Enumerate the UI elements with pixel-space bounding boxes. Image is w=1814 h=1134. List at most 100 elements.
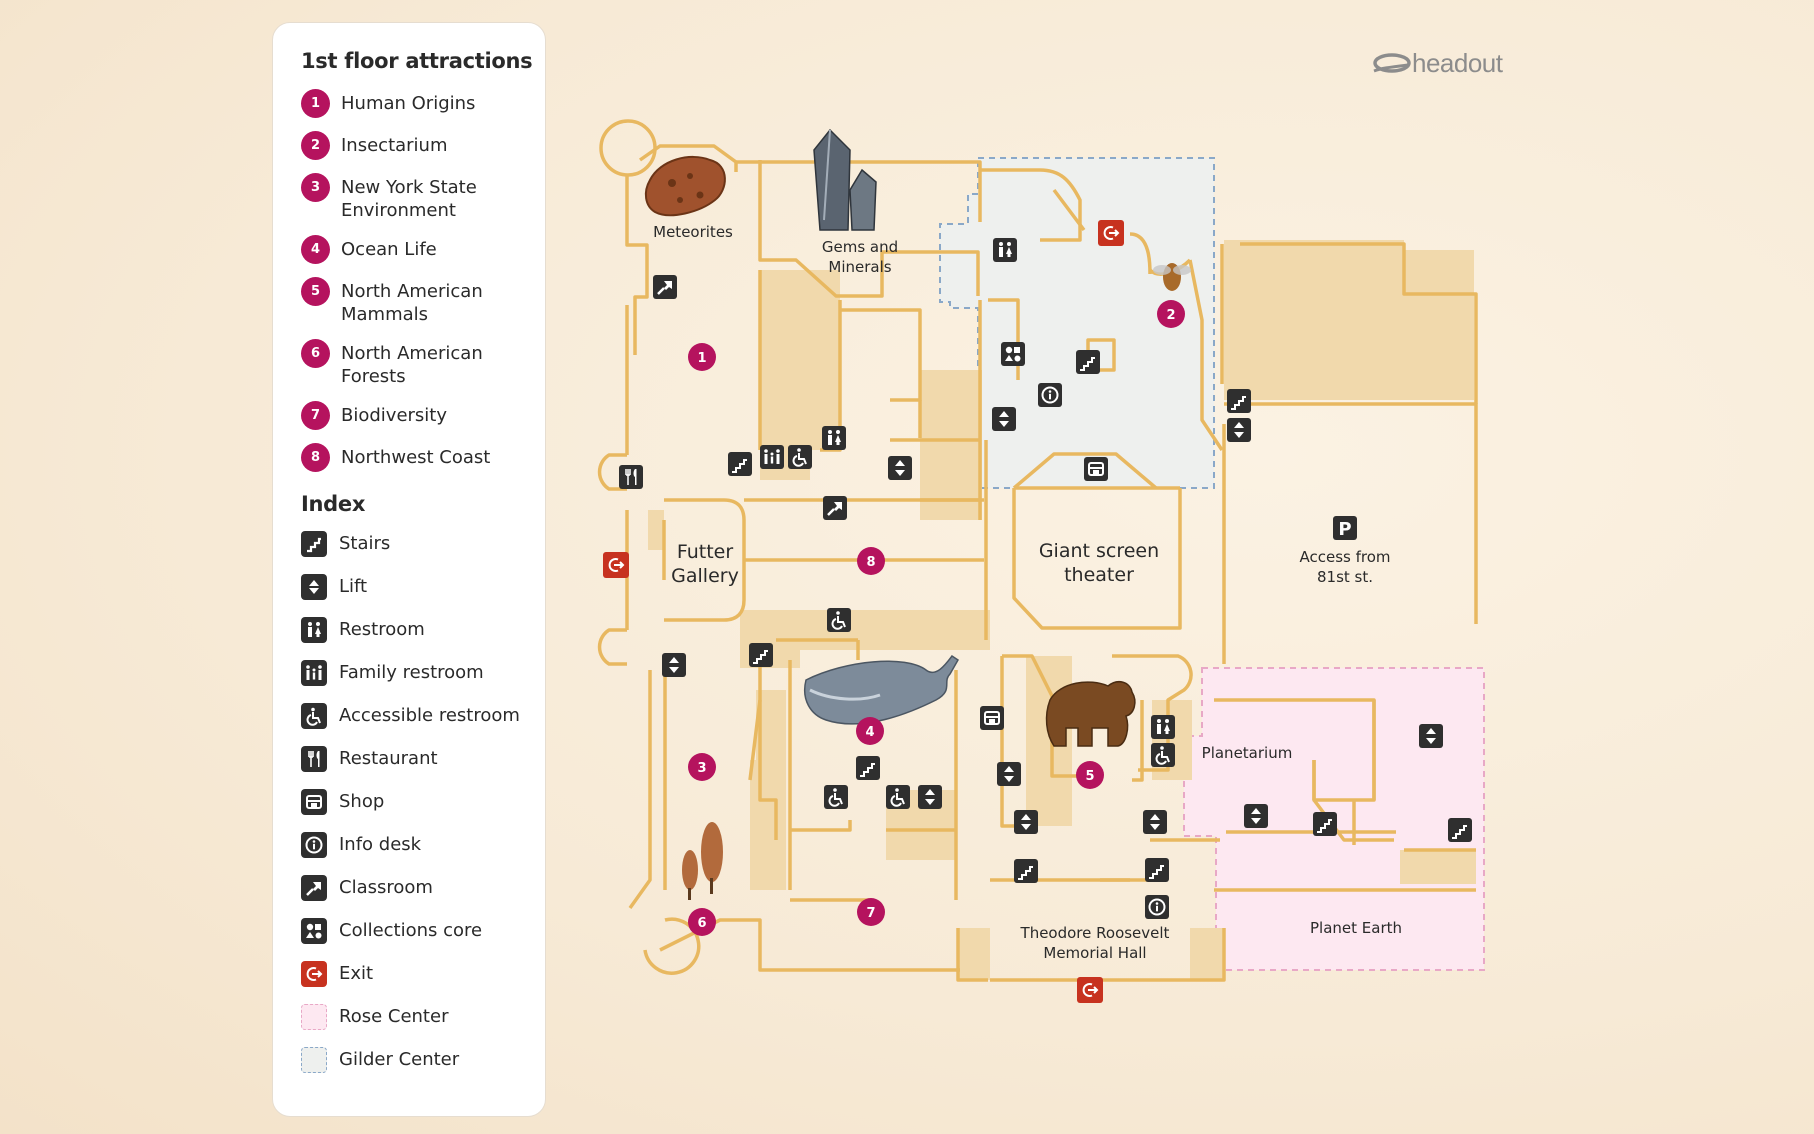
label-meteorites: Meteorites: [653, 223, 733, 241]
attraction-marker-6[interactable]: 6: [688, 908, 716, 936]
lift-icon[interactable]: [992, 407, 1016, 431]
restaurant-icon[interactable]: [618, 464, 644, 490]
family-restroom-icon[interactable]: [760, 445, 784, 469]
marker-number: 6: [697, 916, 706, 931]
lift-icon: [301, 573, 327, 600]
shop-icon: [301, 788, 327, 815]
stairs-icon[interactable]: [1013, 858, 1039, 884]
attraction-number-badge: 4: [301, 235, 330, 264]
stairs-icon[interactable]: [855, 755, 881, 781]
info-desk-icon: [301, 831, 327, 858]
restroom-icon[interactable]: [1151, 715, 1175, 739]
stairs-icon[interactable]: [1447, 817, 1473, 843]
lift-icon[interactable]: [662, 653, 686, 677]
index-item-rose-center: Rose Center: [301, 1003, 545, 1030]
exit-icon[interactable]: [1097, 219, 1125, 247]
restroom-icon[interactable]: [993, 238, 1017, 262]
marker-number: 5: [1085, 769, 1094, 784]
attraction-label: Human Origins: [341, 93, 476, 114]
marker-number: 4: [865, 725, 874, 740]
label-roosevelt-line2: Memorial Hall: [1043, 944, 1146, 962]
headout-logo-icon: [1373, 52, 1411, 73]
shop-icon[interactable]: [1083, 456, 1109, 482]
stairs-icon[interactable]: [1144, 857, 1170, 883]
label-gems-line2: Minerals: [828, 258, 891, 276]
lift-icon[interactable]: [888, 456, 912, 480]
attraction-marker-2[interactable]: 2: [1157, 300, 1185, 328]
attraction-label: North American Forests: [341, 343, 483, 387]
index-label: Info desk: [339, 834, 422, 855]
attraction-marker-5[interactable]: 5: [1076, 761, 1104, 789]
stairs-icon[interactable]: [1075, 349, 1101, 375]
insect-illustration: [1153, 263, 1191, 291]
collections-core-icon: [301, 917, 327, 944]
index-item-info-desk: Info desk: [301, 831, 545, 858]
stairs-icon[interactable]: [1312, 811, 1338, 837]
room-fills: [648, 240, 1476, 980]
marker-number: 8: [866, 555, 875, 570]
restaurant-icon: [301, 745, 327, 772]
marker-number: 3: [697, 761, 706, 776]
lift-icon[interactable]: [1014, 810, 1038, 834]
stairs-icon[interactable]: [1226, 388, 1252, 414]
attraction-marker-1[interactable]: 1: [688, 343, 716, 371]
attraction-number-badge: 1: [301, 89, 330, 118]
accessible-restroom-icon[interactable]: [787, 444, 813, 470]
classroom-icon[interactable]: [651, 273, 679, 301]
collections-core-icon[interactable]: [1001, 342, 1025, 366]
lift-icon[interactable]: [1227, 418, 1251, 442]
family-restroom-icon: [301, 659, 327, 686]
attraction-marker-7[interactable]: 7: [857, 898, 885, 926]
attraction-label: Insectarium: [341, 135, 448, 156]
lift-icon[interactable]: [1419, 724, 1443, 748]
attraction-marker-4[interactable]: 4: [856, 717, 884, 745]
info-desk-icon[interactable]: [1144, 894, 1170, 920]
accessible-restroom-icon[interactable]: [1150, 742, 1176, 768]
label-gems-line1: Gems and: [822, 238, 898, 256]
lift-icon[interactable]: [918, 785, 942, 809]
label-theater-line1: Giant screen: [1039, 540, 1159, 562]
classroom-icon[interactable]: [821, 494, 849, 522]
exit-icon[interactable]: [602, 551, 630, 579]
accessible-restroom-icon[interactable]: [885, 784, 911, 810]
accessible-restroom-icon[interactable]: [823, 784, 849, 810]
shop-icon[interactable]: [979, 705, 1005, 731]
info-desk-icon[interactable]: [1037, 382, 1063, 408]
index-label: Collections core: [339, 920, 483, 941]
marker-number: 2: [1166, 308, 1175, 323]
label-planet-earth: Planet Earth: [1310, 919, 1402, 937]
index-label: Stairs: [339, 533, 391, 554]
classroom-icon: [301, 874, 327, 901]
index-label: Exit: [339, 963, 374, 984]
stairs-icon[interactable]: [727, 451, 753, 477]
parking-icon: [1333, 516, 1357, 540]
stairs-icon[interactable]: [748, 642, 774, 668]
restroom-icon[interactable]: [822, 426, 846, 450]
restroom-icon: [301, 616, 327, 643]
accessible-restroom-icon[interactable]: [826, 607, 852, 633]
index-item-gilder-center: Gilder Center: [301, 1046, 545, 1073]
index-item-classroom: Classroom: [301, 874, 545, 901]
headout-logo: headout: [1370, 48, 1503, 79]
lift-icon[interactable]: [1244, 804, 1268, 828]
exit-icon[interactable]: [1076, 976, 1104, 1004]
index-item-lift: Lift: [301, 573, 545, 600]
attraction-number-badge: 2: [301, 131, 330, 160]
attraction-marker-3[interactable]: 3: [688, 753, 716, 781]
label-access-line2: 81st st.: [1317, 568, 1373, 586]
label-futter-line2: Gallery: [671, 565, 739, 587]
attraction-marker-8[interactable]: 8: [857, 547, 885, 575]
index-label: Gilder Center: [339, 1049, 460, 1070]
index-item-accessible-restroom: Accessible restroom: [301, 702, 545, 729]
lift-icon[interactable]: [997, 762, 1021, 786]
index-item-restaurant: Restaurant: [301, 745, 545, 772]
lift-icon[interactable]: [1143, 810, 1167, 834]
index-item-collections-core: Collections core: [301, 917, 545, 944]
marker-number: 1: [697, 351, 706, 366]
attraction-label: North American Mammals: [341, 281, 483, 325]
index-title: Index: [301, 492, 366, 516]
